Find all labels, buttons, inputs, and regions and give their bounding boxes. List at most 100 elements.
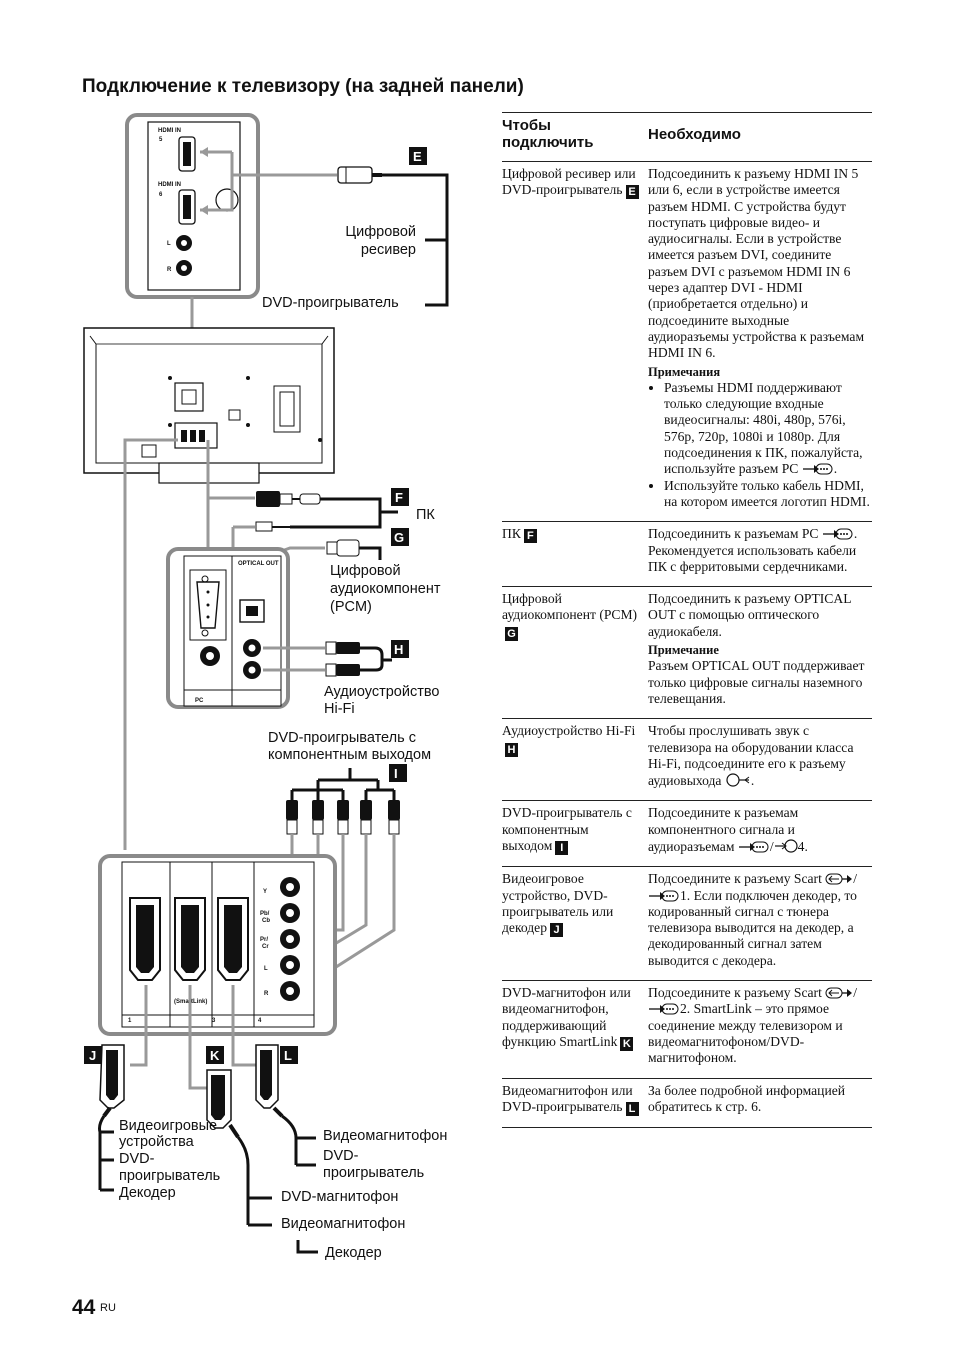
- label-f: ПК: [416, 507, 435, 523]
- label-l-2: DVD-: [323, 1148, 359, 1164]
- svg-text:HDMI IN: HDMI IN: [158, 182, 181, 188]
- row-text: Подсоединить к разъему HDMI IN 5 или 6, …: [648, 166, 865, 361]
- table-header: Чтобы подключить Необходимо: [502, 112, 872, 162]
- svg-text:R: R: [264, 991, 269, 997]
- device-name: Цифровой аудиокомпонент (PCM): [502, 591, 638, 623]
- svg-text:I: I: [394, 766, 398, 781]
- pc-input-icon: [822, 528, 853, 540]
- component-plugs: [286, 800, 400, 835]
- page-language: RU: [100, 1302, 116, 1314]
- svg-text:1: 1: [128, 1018, 132, 1024]
- scart-in-icon: [649, 1003, 679, 1015]
- svg-text:6: 6: [159, 192, 163, 198]
- label-l-1: Видеомагнитофон: [323, 1128, 447, 1144]
- label-j-2: устройства: [119, 1134, 195, 1150]
- device-name: Аудиоустройство Hi-Fi: [502, 723, 636, 739]
- letter-badge: F: [523, 529, 537, 544]
- label-g-3: (PCM): [330, 599, 372, 615]
- device-name: Видеомагнитофон или DVD-проигрыватель: [502, 1082, 633, 1114]
- scart-io-icon: [825, 987, 853, 999]
- label-l-3: проигрыватель: [323, 1165, 424, 1181]
- svg-text:R: R: [167, 267, 172, 273]
- label-g-1: Цифровой: [330, 563, 401, 579]
- page-number: 44: [72, 1296, 96, 1319]
- device-name: Видеоигровое устройство, DVD-проигрывате…: [502, 871, 614, 936]
- device-name: DVD-магнитофон или видеомагнитофон, подд…: [502, 985, 631, 1049]
- svg-text:F: F: [395, 490, 403, 505]
- label-i-1: DVD-проигрыватель с: [268, 730, 416, 746]
- header-col1: Чтобы подключить: [502, 117, 594, 151]
- svg-text:PC: PC: [195, 698, 204, 704]
- label-j-4: проигрыватель: [119, 1168, 220, 1184]
- svg-text:Pr/: Pr/: [260, 937, 268, 943]
- optical-plug: [326, 539, 360, 557]
- device-name: DVD-проигрыватель с компонентным выходом: [502, 805, 632, 853]
- svg-text:Y: Y: [263, 889, 267, 895]
- letter-badge: I: [555, 840, 569, 855]
- table-row: DVD-проигрыватель с компонентным выходом…: [502, 801, 872, 867]
- svg-text:G: G: [394, 530, 404, 545]
- scart-in-icon: [649, 890, 679, 902]
- letter-badge: K: [620, 1036, 634, 1051]
- label-i-2: компонентным выходом: [268, 747, 431, 763]
- pc-plug: [255, 491, 321, 532]
- letter-badge: G: [505, 626, 518, 641]
- hdmi-plug: [337, 166, 382, 184]
- label-j-1: Видеоигровые: [119, 1118, 217, 1134]
- note-heading: Примечание: [648, 643, 719, 658]
- svg-text:J: J: [89, 1048, 96, 1063]
- label-k-3: Декодер: [325, 1245, 382, 1261]
- connection-diagram: HDMI IN 5 HDMI IN 6 L R E Цифровой ресив…: [83, 113, 449, 1261]
- letter-badge: J: [550, 923, 564, 938]
- hdmi-in-label: HDMI IN: [158, 128, 181, 134]
- pc-audio-panel: OPTICAL OUT PC: [166, 547, 290, 709]
- table-row: DVD-магнитофон или видеомагнитофон, подд…: [502, 981, 872, 1079]
- note-item: Разъемы HDMI поддерживают только следующ…: [664, 380, 872, 478]
- connection-table: Чтобы подключить Необходимо Цифровой рес…: [502, 112, 872, 1128]
- letter-badge: L: [625, 1101, 639, 1116]
- svg-text:E: E: [413, 149, 422, 164]
- svg-text:4: 4: [258, 1018, 262, 1024]
- scart-plug-j: [99, 1044, 125, 1118]
- svg-text:5: 5: [159, 137, 163, 143]
- page-title: Подключение к телевизору (на задней пане…: [82, 76, 524, 97]
- label-g-2: аудиокомпонент: [330, 581, 441, 597]
- letter-badge: E: [625, 185, 639, 200]
- svg-text:OPTICAL OUT: OPTICAL OUT: [238, 561, 279, 567]
- label-k-2: Видеомагнитофон: [281, 1216, 405, 1232]
- scart-plug-l: [255, 1044, 284, 1118]
- svg-text:L: L: [167, 241, 171, 247]
- svg-text:Cr: Cr: [262, 944, 269, 950]
- label-e-2: ресивер: [361, 242, 416, 258]
- svg-text:L: L: [264, 966, 268, 972]
- svg-text:K: K: [210, 1048, 220, 1063]
- device-name: Цифровой ресивер или DVD-проигрыватель: [502, 166, 636, 198]
- label-j-5: Декодер: [119, 1185, 176, 1201]
- hdmi-panel: HDMI IN 5 HDMI IN 6 L R: [125, 113, 337, 299]
- rca-plugs-hifi: [325, 641, 360, 677]
- svg-text:3: 3: [212, 1018, 216, 1024]
- scart-io-icon: [825, 873, 853, 885]
- svg-text:Pb/: Pb/: [260, 911, 270, 917]
- pc-input-icon: [802, 463, 833, 475]
- label-h-2: Hi-Fi: [324, 701, 355, 717]
- note-item: Используйте только кабель HDMI, на котор…: [664, 478, 872, 511]
- label-h-1: Аудиоустройство: [324, 684, 439, 700]
- svg-text:L: L: [284, 1048, 292, 1063]
- note-text: Разъем OPTICAL OUT поддерживает только ц…: [648, 658, 865, 706]
- table-row: Цифровой аудиокомпонент (PCM)G Подсоедин…: [502, 587, 872, 719]
- audio-input-icon: [774, 839, 798, 853]
- scart-plug-k: [206, 1069, 240, 1139]
- label-e-1: Цифровой: [345, 224, 416, 240]
- device-name: ПК: [502, 526, 521, 542]
- svg-text:Cb: Cb: [262, 918, 270, 924]
- audio-out-icon: [726, 773, 750, 787]
- header-col2: Необходимо: [648, 125, 741, 143]
- component-input-icon: [738, 841, 769, 853]
- label-e-3: DVD-проигрыватель: [262, 295, 399, 311]
- letter-badge: H: [505, 742, 518, 757]
- svg-text:H: H: [394, 642, 403, 657]
